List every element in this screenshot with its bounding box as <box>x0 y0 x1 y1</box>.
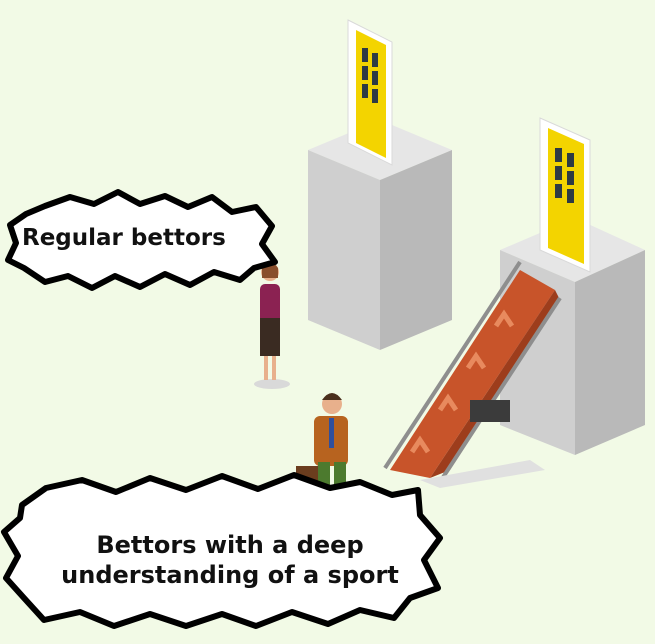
deep-understanding-bubble <box>1 472 443 629</box>
left-pedestal <box>308 120 452 350</box>
regular-bettors-bubble <box>5 189 278 291</box>
escalator <box>383 260 562 488</box>
deep-understanding-line-1: Bettors with a deep <box>96 531 364 559</box>
regular-bettors-label: Regular bettors <box>22 225 226 251</box>
deep-understanding-line-2: understanding of a sport <box>61 561 399 589</box>
deep-understanding-label: Bettors with a deep understanding of a s… <box>40 530 420 590</box>
left-door-icon <box>347 19 393 166</box>
woman-figure-icon <box>254 262 290 389</box>
right-door-icon <box>539 117 591 273</box>
